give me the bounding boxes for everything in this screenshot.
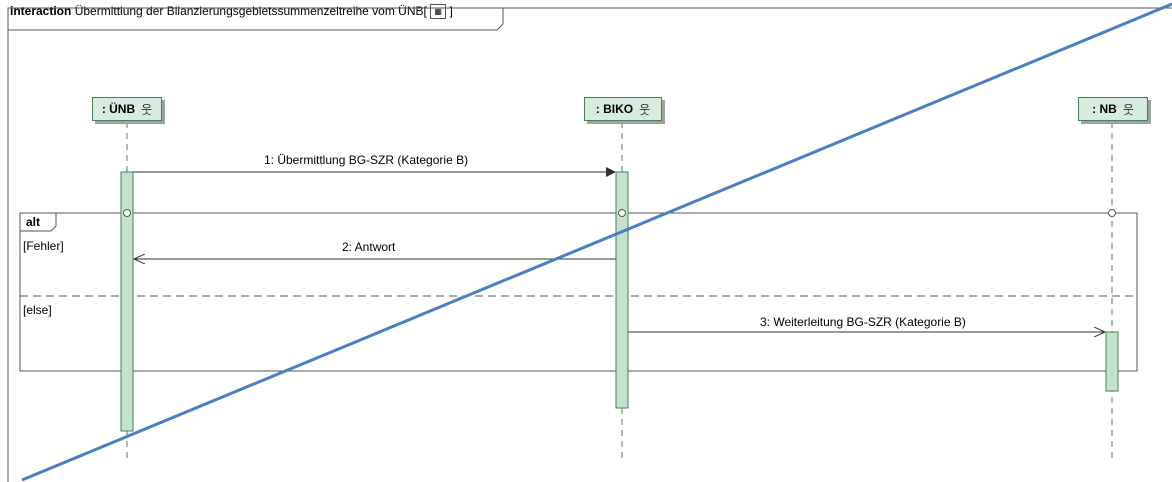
diagram-type-icon: ▦ xyxy=(430,4,447,20)
strikethrough-line xyxy=(21,2,1172,482)
alt-operator-tab xyxy=(20,213,57,232)
lifeline-unb-label: : ÜNB xyxy=(101,102,136,116)
alt-operator-label: alt xyxy=(26,215,41,229)
interaction-frame xyxy=(7,7,1172,482)
coverage-marker-nb xyxy=(1108,209,1116,217)
frame-bracket-close: ] xyxy=(449,4,453,18)
guard-else: [else] xyxy=(23,303,52,317)
message-2-label: 2: Antwort xyxy=(342,240,396,254)
lifeline-biko-label: : BIKO xyxy=(595,102,634,116)
message-1-label: 1: Übermittlung BG-SZR (Kategorie B) xyxy=(264,153,469,167)
activation-biko xyxy=(615,171,629,409)
message-3-label: 3: Weiterleitung BG-SZR (Kategorie B) xyxy=(760,315,966,329)
lifeline-nb-head: : NB 웃 xyxy=(1078,97,1148,121)
lifeline-nb-label: : NB xyxy=(1092,102,1117,116)
frame-title-tab xyxy=(8,8,504,31)
actor-icon: 웃 xyxy=(639,102,651,117)
activation-unb xyxy=(120,171,134,432)
frame-bracket-open: [ xyxy=(423,4,427,18)
actor-icon: 웃 xyxy=(1122,102,1134,117)
activation-nb xyxy=(1105,331,1119,392)
coverage-marker-unb xyxy=(123,209,131,217)
lifeline-biko-head: : BIKO 웃 xyxy=(584,97,662,121)
actor-icon: 웃 xyxy=(141,102,153,117)
coverage-marker-biko xyxy=(618,209,626,217)
alt-fragment xyxy=(19,212,1138,372)
lifeline-unb-head: : ÜNB 웃 xyxy=(92,97,162,121)
guard-fehler: [Fehler] xyxy=(23,239,64,253)
